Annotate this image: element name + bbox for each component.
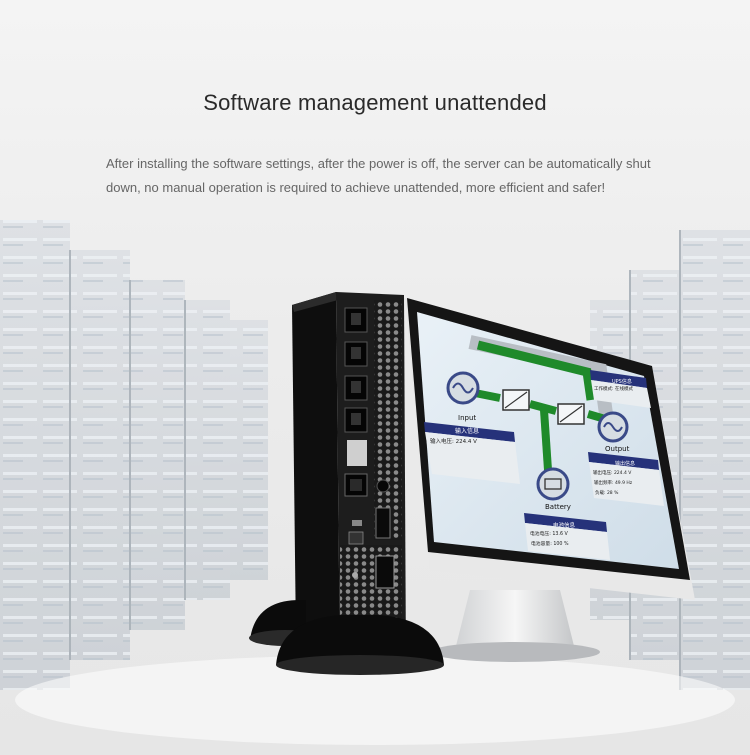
output-box-title: 输出信息 xyxy=(615,460,635,467)
output-label: Output xyxy=(605,445,630,453)
battery-icon xyxy=(536,467,570,501)
battery-reading-capacity: 电池容量: 100 % xyxy=(531,540,569,547)
battery-label: Battery xyxy=(545,503,571,511)
top-right-box-title: UPS信息 xyxy=(612,378,632,385)
output-reading-voltage: 输出电压: 224.4 V xyxy=(593,469,632,476)
ups-tower xyxy=(249,292,444,675)
input-box-title: 输入信息 xyxy=(455,427,479,435)
battery-reading-voltage: 电池电压: 13.6 V xyxy=(530,530,569,537)
input-label: Input xyxy=(458,414,476,422)
page-title: Software management unattended xyxy=(203,90,547,115)
output-reading-frequency: 输出频率: 49.9 Hz xyxy=(594,479,633,486)
db9-port xyxy=(375,555,395,589)
page-description: After installing the software settings, … xyxy=(106,156,651,195)
ups-monitor-screen: Input Output Battery 输入信息 输入电压: 224.4 V … xyxy=(424,335,664,560)
top-right-reading: 工作模式: 在线模式 xyxy=(594,385,633,392)
input-reading: 输入电压: 224.4 V xyxy=(430,437,477,445)
breaker-button xyxy=(376,479,390,493)
rack-row-left xyxy=(0,220,268,690)
battery-box-title: 电池信息 xyxy=(553,521,576,529)
output-reading-load: 负载: 28 % xyxy=(595,489,619,496)
